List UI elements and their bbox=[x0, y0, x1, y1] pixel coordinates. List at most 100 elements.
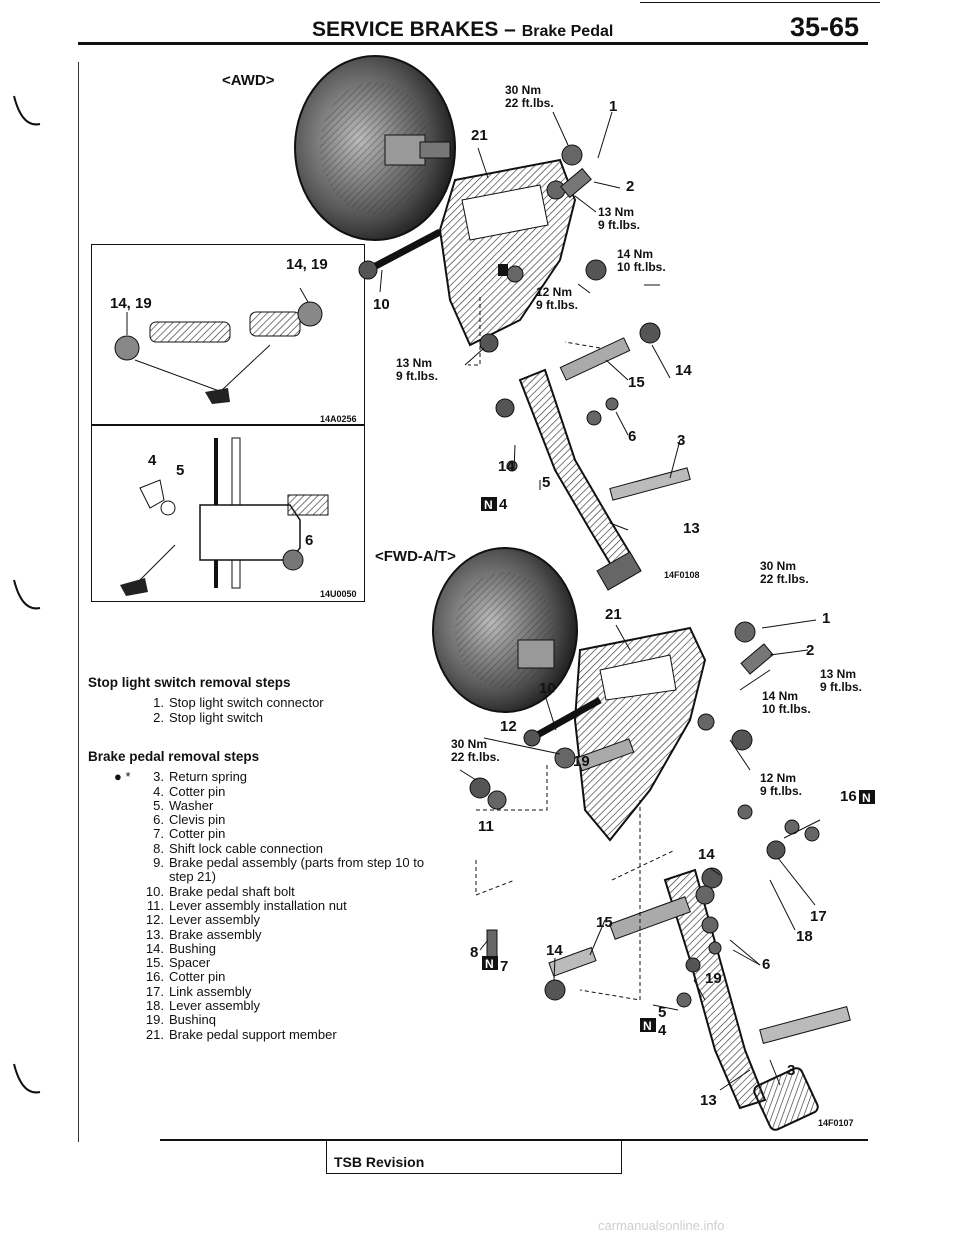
awd-brake-booster bbox=[294, 55, 456, 241]
torque-ft: 9 ft.lbs. bbox=[536, 298, 579, 312]
step-row: 6.Clevis pin bbox=[114, 812, 424, 828]
torque-ft: 22 ft.lbs. bbox=[760, 572, 809, 586]
brake-pedal-heading: Brake pedal removal steps bbox=[88, 749, 260, 764]
step-number: 9. bbox=[153, 855, 164, 871]
step-row: 7.Cotter pin bbox=[114, 827, 424, 842]
step-text: Return spring bbox=[169, 769, 248, 785]
inset-divider bbox=[91, 424, 364, 426]
callout: 14 bbox=[675, 362, 692, 379]
binder-marks bbox=[13, 95, 41, 1094]
step-row: 1. Stop light switch connector bbox=[142, 695, 324, 711]
page-number: 35-65 bbox=[790, 12, 860, 42]
page-title: SERVICE BRAKES – Brake Pedal bbox=[312, 18, 613, 42]
step-number: 2. bbox=[153, 709, 164, 725]
callout: 12 bbox=[500, 718, 517, 735]
step-row: 21.Brake pedal support member bbox=[114, 1027, 424, 1042]
callout: 19 bbox=[573, 753, 590, 770]
step-text: Clevis pin bbox=[169, 812, 226, 828]
torque-nm: 12 Nm bbox=[760, 771, 797, 785]
step-row: 19. Bushinq bbox=[114, 1012, 424, 1028]
awd-torque-13-a: 13 Nm 9 ft.lbs. bbox=[598, 206, 640, 232]
callout: 13 bbox=[683, 520, 700, 537]
callout: 3 bbox=[787, 1062, 796, 1079]
callout: 10 bbox=[539, 680, 556, 697]
step-number: 19. bbox=[145, 1012, 164, 1028]
torque-ft: 9 ft.lbs. bbox=[598, 218, 641, 232]
torque-nm: 30 Nm bbox=[760, 559, 797, 573]
awd-torque-13-b: 13 Nm 9 ft.lbs. bbox=[396, 357, 438, 383]
callout: 6 bbox=[305, 532, 314, 549]
callout: 19 bbox=[705, 970, 722, 987]
step-text: Bushinq bbox=[169, 1012, 216, 1028]
step-text: Stop light switch bbox=[169, 709, 263, 725]
awd-pedal-support bbox=[438, 158, 577, 347]
awd-small-parts bbox=[479, 144, 691, 501]
step-text: Lever assembly bbox=[169, 998, 261, 1014]
section-title: SERVICE BRAKES bbox=[312, 18, 499, 41]
fwd-torque-13: 13 Nm 9 ft.lbs. bbox=[820, 668, 862, 694]
torque-ft: 10 ft.lbs. bbox=[762, 702, 811, 716]
step-text: Washer bbox=[169, 797, 214, 813]
step-row: 15.Spacer bbox=[114, 955, 424, 971]
step-row: 9.Brake pedal assembly (parts from step … bbox=[114, 855, 424, 871]
stop-light-steps: Stop light switch removal steps 1. Stop l… bbox=[88, 675, 324, 725]
callout: 14 bbox=[546, 942, 563, 959]
callout: 6 bbox=[762, 956, 771, 973]
brake-pedal-steps: Brake pedal removal steps ● *3.Return sp… bbox=[88, 749, 424, 1042]
torque-ft: 9 ft.lbs. bbox=[760, 784, 803, 798]
step-text: step 21) bbox=[169, 869, 216, 885]
awd-leaders bbox=[379, 111, 681, 531]
inset-bottom-parts bbox=[120, 437, 329, 596]
step-number: 5. bbox=[153, 797, 164, 813]
callout: 15 bbox=[596, 914, 613, 931]
awd-torque-14: 14 Nm 10 ft.lbs. bbox=[617, 248, 666, 274]
fwd-torque-12: 12 Nm 9 ft.lbs. bbox=[760, 772, 802, 798]
step-row: 4. Cotter pin bbox=[114, 783, 424, 799]
callout: 18 bbox=[796, 928, 813, 945]
margin-line bbox=[78, 62, 79, 1142]
step-row: 8.Shift lock cable connection bbox=[114, 841, 424, 856]
step-number: 12. bbox=[145, 912, 164, 928]
fwd-bolt-10 bbox=[523, 696, 602, 747]
stop-light-heading: Stop light switch removal steps bbox=[88, 675, 291, 690]
callout: 4 bbox=[499, 496, 508, 513]
step-number: 1. bbox=[153, 695, 164, 711]
callout: 21 bbox=[605, 606, 622, 623]
callout: 15 bbox=[628, 374, 645, 391]
step-row: 10. Brake pedal shaft bolt bbox=[114, 883, 424, 899]
step-row: 18.Lever assembly bbox=[114, 998, 424, 1014]
fwd-brake-booster bbox=[432, 547, 578, 713]
torque-nm: 13 Nm bbox=[396, 356, 433, 370]
figure-code: 14A0256 bbox=[320, 414, 357, 424]
step-row: 16.Cotter pin bbox=[114, 970, 424, 985]
step-text: Link assembly bbox=[169, 983, 252, 999]
svg-text:N: N bbox=[862, 791, 871, 805]
fwd-pedal-support bbox=[573, 626, 707, 842]
step-text: Stop light switch connector bbox=[169, 695, 324, 711]
step-number: 4. bbox=[153, 783, 164, 799]
torque-nm: 12 Nm bbox=[536, 285, 573, 299]
step-text: Cotter pin bbox=[169, 783, 226, 799]
n-marker-icons bbox=[481, 264, 875, 1032]
callout: 14, 19 bbox=[110, 295, 152, 312]
awd-pedal-arm bbox=[518, 368, 642, 591]
step-row: 14.Bushing bbox=[114, 940, 424, 956]
step-text: Brake pedal shaft bolt bbox=[169, 883, 295, 899]
awd-label: <AWD> bbox=[222, 72, 275, 89]
step-number: 10. bbox=[145, 883, 164, 899]
callout: 7 bbox=[500, 958, 509, 975]
step-text: Lever assembly installation nut bbox=[169, 897, 347, 913]
fwd-leaders bbox=[459, 619, 821, 1091]
awd-torque-30: 30 Nm 22 ft.lbs. bbox=[505, 84, 554, 110]
step-number: 11. bbox=[146, 897, 164, 913]
inset-frame bbox=[91, 244, 365, 602]
step-text: Spacer bbox=[169, 955, 211, 971]
svg-text:N: N bbox=[485, 957, 494, 971]
torque-nm: 30 Nm bbox=[451, 737, 488, 751]
step-text: Bushing bbox=[169, 940, 216, 956]
callout: 10 bbox=[373, 296, 390, 313]
torque-nm: 14 Nm bbox=[762, 689, 799, 703]
step-row: 17.Link assembly bbox=[114, 983, 424, 999]
torque-nm: 13 Nm bbox=[598, 205, 635, 219]
torque-ft: 22 ft.lbs. bbox=[451, 750, 500, 764]
